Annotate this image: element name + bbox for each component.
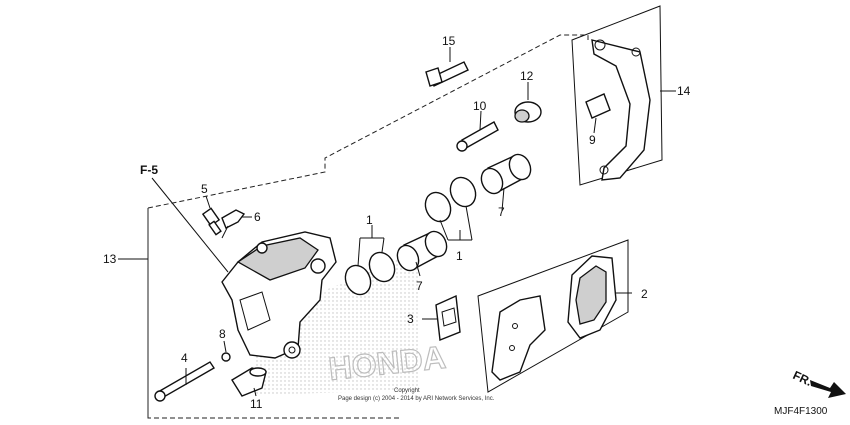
bracket-boot	[585, 93, 611, 119]
washer	[221, 352, 231, 362]
callout-14: 14	[677, 84, 691, 98]
callout-9: 9	[589, 133, 596, 147]
callout-2: 2	[641, 287, 648, 301]
caliper-bracket	[591, 39, 651, 181]
mounting-bolt	[231, 367, 267, 397]
callout-5: 5	[201, 182, 208, 196]
flange-bolt	[425, 61, 469, 87]
callout-10: 10	[473, 99, 487, 113]
callout-11: 11	[250, 397, 263, 411]
bleeder-valve	[201, 207, 222, 236]
assembly-outline	[147, 34, 589, 419]
diagram-code: MJF4F1300	[774, 406, 828, 417]
pad-spring	[435, 294, 461, 341]
callout-7b: 7	[498, 205, 505, 219]
callout-6: 6	[254, 210, 261, 224]
direction-arrow-icon	[810, 380, 846, 398]
copyright-line-1: Copyright	[394, 388, 420, 394]
caliper-body	[221, 231, 337, 359]
brake-pad-front	[491, 295, 546, 381]
callout-1a: 1	[366, 213, 373, 227]
callout-15: 15	[442, 34, 456, 48]
brake-pad-rear	[567, 255, 617, 339]
seal-rings-right	[424, 176, 477, 223]
callout-13: 13	[103, 252, 117, 266]
callout-4: 4	[181, 351, 188, 365]
callout-7a: 7	[416, 279, 423, 293]
copyright-line-2: Page design (c) 2004 - 2014 by ARI Netwo…	[338, 396, 495, 402]
pin-bolt	[154, 361, 215, 402]
slide-pin	[456, 121, 499, 152]
callout-12: 12	[520, 69, 534, 83]
pad-set-frame	[477, 239, 629, 393]
callout-8: 8	[219, 327, 226, 341]
bracket-frame	[571, 5, 663, 186]
pin-boot	[514, 101, 542, 123]
direction-label: FR.	[791, 368, 814, 389]
callout-1b: 1	[456, 249, 463, 263]
seal-rings-left	[344, 251, 396, 296]
piston-right	[480, 153, 532, 195]
leader-lines	[118, 47, 676, 397]
callout-3: 3	[407, 312, 414, 326]
piston-left	[396, 230, 448, 272]
bleeder-cap	[221, 209, 246, 239]
section-reference: F-5	[140, 163, 158, 177]
front-direction-indicator: FR.	[791, 368, 846, 398]
